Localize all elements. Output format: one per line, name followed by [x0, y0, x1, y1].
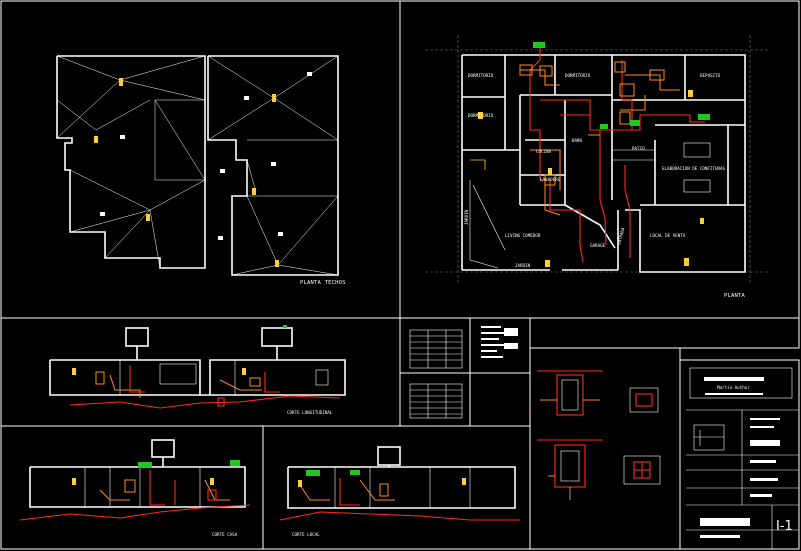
room-jardin-side: JARDIN	[464, 209, 469, 225]
section-shop: CORTE LOCAL	[279, 446, 520, 537]
room-cocina: COCINA	[536, 149, 552, 154]
room-living: LIVING COMEDOR	[505, 233, 541, 238]
roof-plan-title: PLANTA TECHOS	[300, 280, 346, 286]
roof-plan: PLANTA TECHOS	[56, 55, 346, 286]
room-elaboracion: ELABORACION DE CONFITURAS	[662, 166, 726, 171]
sheet-code: I-1	[776, 519, 793, 534]
room-deposito: DEPOSITO	[700, 73, 721, 78]
section-longitudinal: CORTE LONGITUDINAL	[49, 325, 346, 415]
fixture-tables	[409, 326, 518, 419]
section-longitudinal-title: CORTE LONGITUDINAL	[287, 410, 333, 415]
room-jardin-front: JARDIN	[515, 263, 531, 268]
room-banio: BAÑO	[572, 138, 583, 143]
room-dormitorio-1: DORMITORIO	[468, 73, 494, 78]
room-entrada: ENTRADA	[616, 226, 626, 245]
section-shop-title: CORTE LOCAL	[292, 532, 320, 537]
room-dormitorio-3: DORMITORIO	[468, 113, 494, 118]
room-local: LOCAL DE VENTA	[650, 233, 686, 238]
tank-details	[537, 370, 661, 500]
room-dormitorio-2: DORMITORIO	[565, 73, 591, 78]
section-house: CORTE CASA	[19, 439, 251, 537]
section-house-title: CORTE CASA	[212, 532, 238, 537]
room-lavadero: LAVADERO	[540, 177, 561, 182]
floor-plan-title: PLANTA	[724, 293, 746, 299]
room-garage: GARAGE	[590, 243, 606, 248]
title-block: Martin Author I-1	[686, 367, 799, 549]
floor-plan: DORMITORIO DORMITORIO DORMITORIO DEPOSIT…	[425, 35, 768, 299]
room-patio: PATIO	[632, 146, 645, 151]
title-block-author: Martin Author	[717, 385, 750, 390]
